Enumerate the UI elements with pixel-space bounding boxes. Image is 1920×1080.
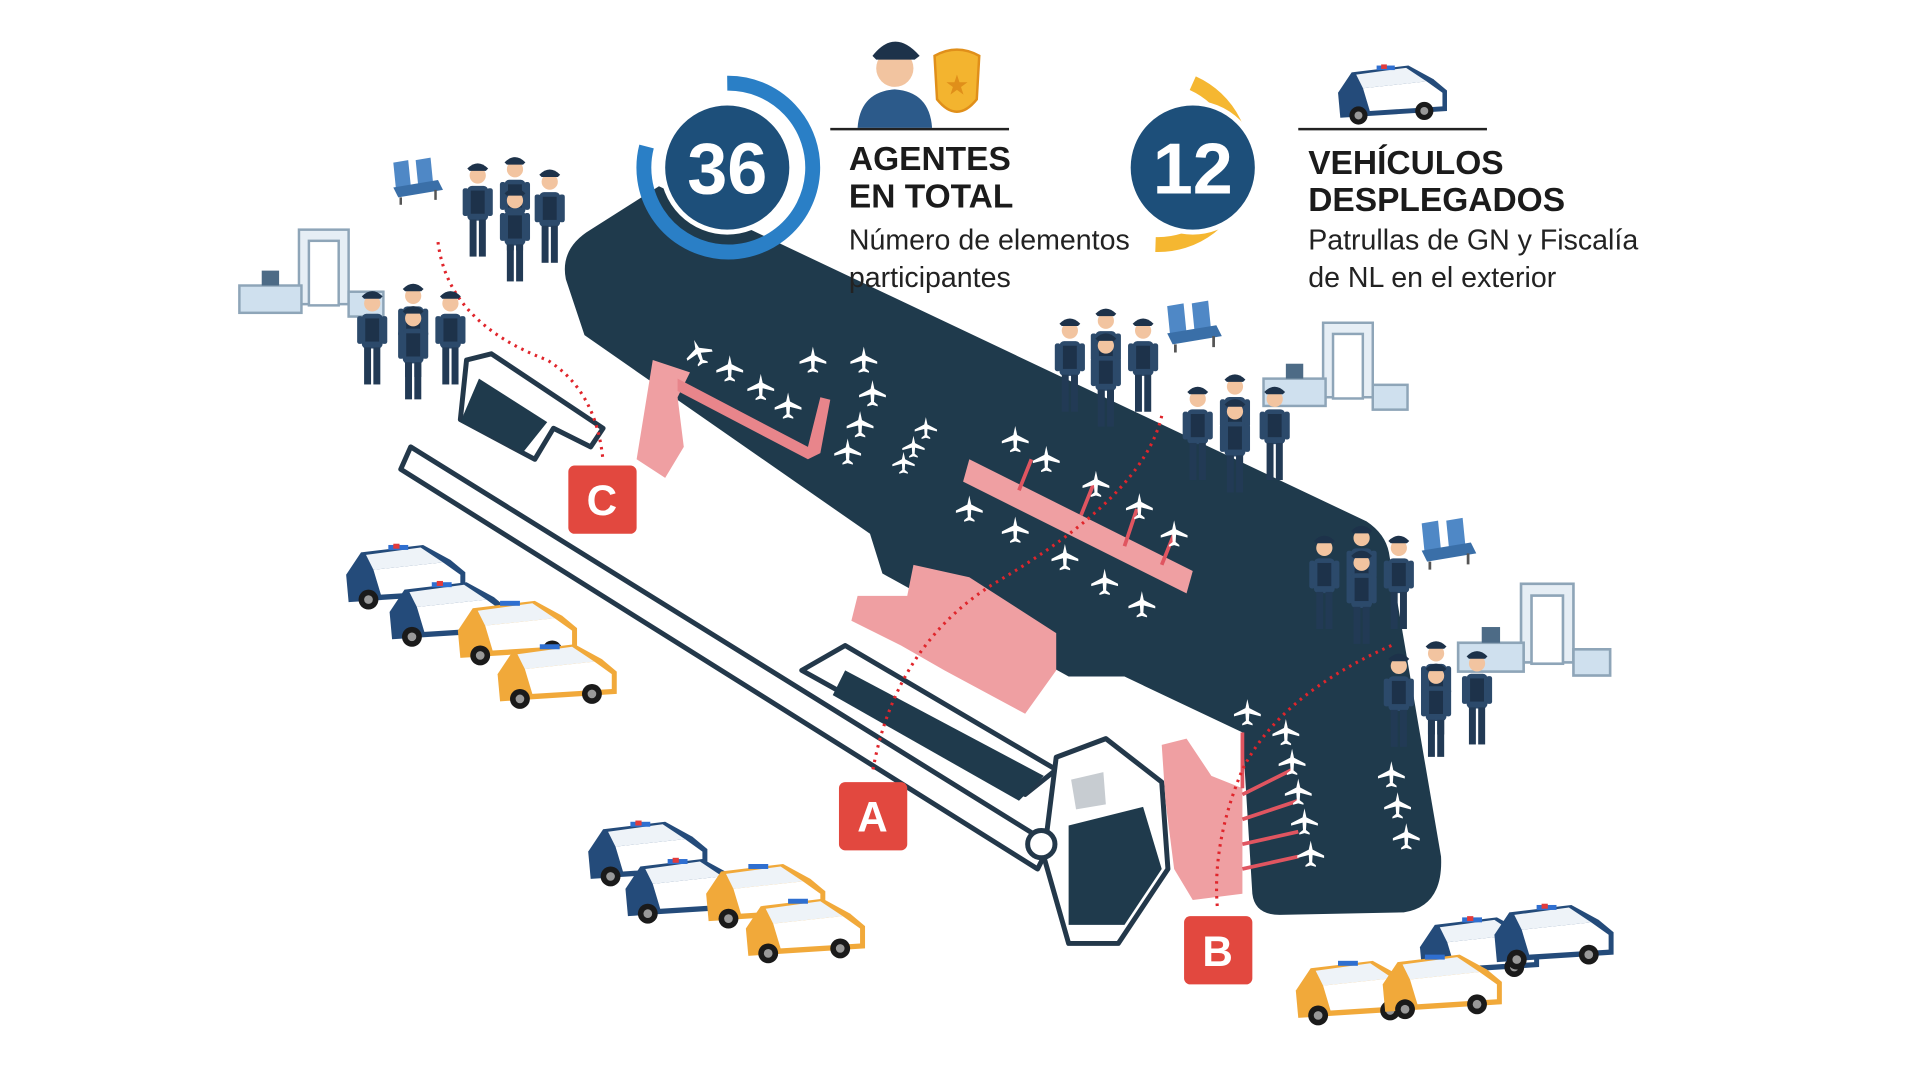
waiting-seats-icon: [392, 156, 445, 205]
stat-description: Patrullas de GN y Fiscalía: [1308, 225, 1638, 257]
stat-description: participantes: [849, 262, 1011, 294]
patrol-cars-south: [588, 820, 866, 964]
route-paths: [436, 241, 1393, 911]
police-officer-icon: [1128, 318, 1159, 412]
marker-label: B: [1202, 928, 1232, 975]
stat-value: 36: [687, 130, 767, 210]
police-officer-icon: [462, 163, 493, 257]
stat-title: DESPLEGADOS: [1308, 182, 1565, 219]
police-officer-icon: [534, 169, 565, 263]
terminal-apron: [564, 186, 1442, 915]
stat-title: EN TOTAL: [849, 178, 1013, 215]
stat-description: Número de elementos: [849, 225, 1130, 257]
marker-label: C: [587, 477, 617, 524]
jet-bridges: [1017, 458, 1299, 871]
progress-ring: [636, 75, 821, 260]
security-scanner-icon: [238, 228, 385, 318]
marker-c[interactable]: C: [568, 465, 637, 534]
stat-title: AGENTES: [849, 141, 1011, 178]
patrol-car-icon: [497, 644, 617, 709]
waiting-seats-icon: [1420, 516, 1478, 570]
checkpoint-c-group: [238, 156, 565, 400]
security-scanner-icon: [1262, 321, 1409, 411]
patrol-car-icon: [745, 898, 866, 964]
police-officer-icon: [435, 291, 466, 385]
stat-vehicles: 12 VEHÍCULOS DESPLEGADOS Patrullas de GN…: [1125, 64, 1638, 294]
svg-text:★: ★: [945, 69, 969, 100]
stat-agents: 36 ★ AGENTES EN TOTAL Número de elemento…: [636, 41, 1130, 294]
patrol-car-icon: [1494, 903, 1614, 970]
marker-a[interactable]: A: [838, 782, 908, 851]
police-officer-badge-icon: ★: [830, 41, 1010, 131]
stat-value: 12: [1153, 130, 1233, 210]
stat-title: VEHÍCULOS: [1308, 144, 1503, 182]
parking-lots: [460, 378, 1162, 925]
marker-label: A: [857, 794, 887, 841]
waiting-seats-icon: [1165, 299, 1224, 353]
stat-description: de NL en el exterior: [1308, 262, 1557, 294]
patrol-cars-east: [1295, 903, 1614, 1026]
security-zones: [636, 360, 1243, 900]
patrol-car-icon: [1338, 64, 1447, 125]
marker-b[interactable]: B: [1184, 916, 1253, 985]
